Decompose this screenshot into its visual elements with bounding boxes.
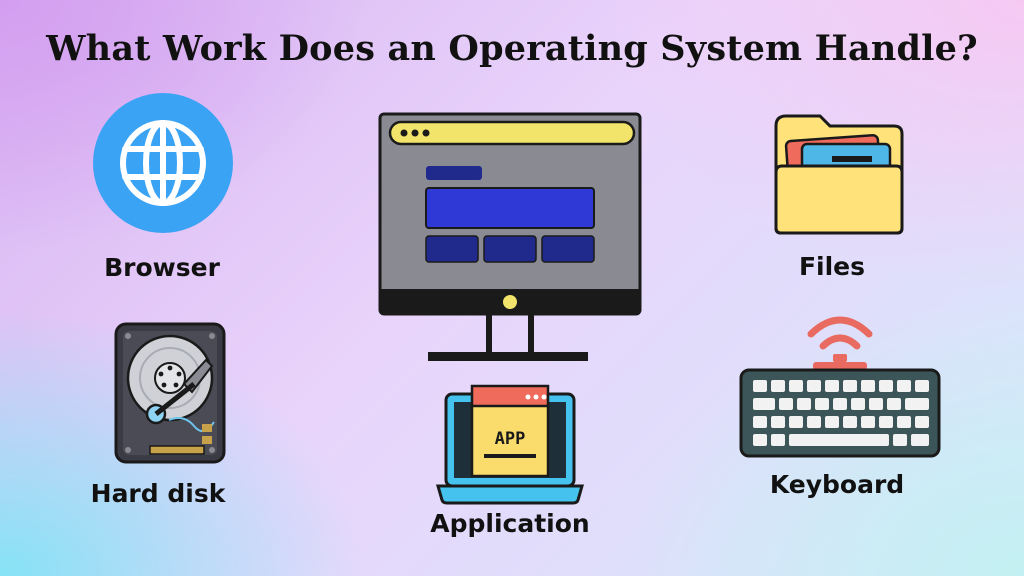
keyboard-item (739, 304, 941, 460)
monitor-item (378, 112, 642, 366)
browser-label: Browser (104, 253, 220, 282)
globe-icon (93, 93, 233, 233)
wireless-keyboard-icon (739, 316, 941, 458)
browser-item (92, 92, 234, 234)
hard-disk-label: Hard disk (90, 479, 226, 508)
keyboard-label: Keyboard (769, 470, 905, 499)
files-item (774, 112, 904, 236)
hard-disk-item (114, 322, 226, 464)
hard-disk-icon (114, 322, 226, 464)
laptop-app-icon: APP (436, 384, 584, 505)
app-badge-text: APP (495, 429, 526, 449)
page-title: What Work Does an Operating System Handl… (46, 28, 978, 69)
application-label: Application (430, 509, 590, 538)
folder-icon (774, 114, 904, 235)
monitor-icon (378, 112, 642, 361)
files-label: Files (798, 252, 866, 281)
application-item: APP (434, 382, 586, 506)
